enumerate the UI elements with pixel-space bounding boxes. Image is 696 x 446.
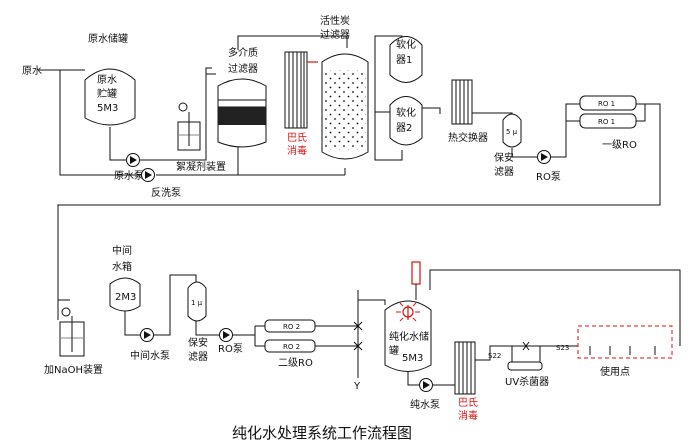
middle-water-tank <box>109 277 141 312</box>
heat-exchanger <box>451 79 473 125</box>
flocculant-label: 絮凝剂装置 <box>176 160 226 173</box>
security-filter-2 <box>187 281 207 322</box>
pasteurizer-1-label2: 消毒 <box>287 144 307 157</box>
ac-filter-label1: 活性炭 <box>320 14 350 27</box>
filter-media-layer <box>218 107 266 125</box>
s23-label: S23 <box>556 344 569 352</box>
raw-water-label: 原水 <box>22 65 42 77</box>
naoh-label: 加NaOH装置 <box>44 363 103 376</box>
softener-2-label2: 器2 <box>396 122 412 134</box>
pure-water-tank <box>384 300 432 372</box>
ro1-module-a <box>579 95 637 111</box>
ro2-module-b <box>264 339 316 353</box>
pasteurizer-1-label1: 巴氏 <box>287 132 307 144</box>
use-point-area <box>577 325 673 359</box>
ro2-stage-label: 二级RO <box>278 357 313 369</box>
pasteurizer-2-label2: 消毒 <box>458 409 478 422</box>
mm-filter-label2: 过滤器 <box>228 62 258 75</box>
raw-pump-label: 原水泵 <box>114 170 144 182</box>
heat-exchanger-label: 热交换器 <box>448 131 488 144</box>
diagram-title: 纯化水处理系统工作流程图 <box>232 424 412 442</box>
ro-pump-1-label: RO泵 <box>536 171 561 183</box>
mid-tank-label1: 中间 <box>112 244 132 257</box>
raw-water-pump-arrow <box>130 156 137 164</box>
softener-1 <box>389 36 423 83</box>
softener-2-label1: 软化 <box>396 106 416 119</box>
pure-tank-volume: 5M3 <box>402 353 423 364</box>
ro2-module-b-label: RO 2 <box>283 343 300 351</box>
naoh-motor-icon <box>61 307 71 317</box>
uv-label: UV杀菌器 <box>505 375 549 388</box>
softener-2 <box>389 96 423 146</box>
pure-pump-label: 纯水泵 <box>410 398 440 411</box>
ro1-stage-label: 一级RO <box>602 139 637 151</box>
security-filter-2-label1: 保安 <box>188 336 208 349</box>
ro1-module-b <box>579 113 637 129</box>
ro1-module-b-label: RO 1 <box>598 118 615 126</box>
ac-filter-label2: 过滤器 <box>320 28 350 41</box>
uv-sterilizer <box>507 361 543 371</box>
security-filter-1-label1: 保安 <box>494 151 514 164</box>
security-filter-2-label2: 滤器 <box>188 350 208 363</box>
security-filter-2-micron: 1 μ <box>191 299 203 307</box>
security-filter-1-label2: 滤器 <box>494 165 514 178</box>
pasteurizer-2-label1: 巴氏 <box>458 397 478 409</box>
use-point-label: 使用点 <box>600 365 630 378</box>
backwash-pump-arrow <box>145 171 152 179</box>
pasteurizer-2 <box>454 341 476 395</box>
softener-1-label1: 软化 <box>396 38 416 51</box>
y-marker: Y <box>353 381 361 392</box>
ro2-module-a-label: RO 2 <box>283 323 300 331</box>
pure-tank-label2: 罐 <box>389 344 399 357</box>
pure-tank-label1: 纯化水储 <box>389 330 429 343</box>
security-filter-1 <box>502 113 522 148</box>
s22-label: S22 <box>488 352 501 360</box>
softener-1-label2: 器1 <box>396 54 412 66</box>
pipes-row2 <box>57 269 681 386</box>
backwash-pump-label: 反洗泵 <box>151 187 181 199</box>
raw-tank-caption: 原水储罐 <box>88 32 128 45</box>
ro1-module-a-label: RO 1 <box>598 100 615 108</box>
raw-tank-text3: 5M3 <box>97 103 118 114</box>
breather-filter <box>411 261 421 285</box>
uv-lamp-icon <box>402 306 414 318</box>
middle-pump-label: 中间水泵 <box>130 349 170 362</box>
security-filter-1-micron: 5 μ <box>506 128 518 136</box>
mm-filter-label1: 多介质 <box>228 46 258 59</box>
raw-tank-text1: 原水 <box>97 74 117 86</box>
mid-tank-volume: 2M3 <box>115 292 136 303</box>
ro2-module-a <box>264 319 316 333</box>
raw-tank-text2: 贮罐 <box>97 87 117 100</box>
raw-water-tank <box>84 68 136 126</box>
ro-pump-2-label: RO泵 <box>218 343 243 355</box>
flocculant-motor-icon <box>178 102 188 112</box>
mid-tank-label2: 水箱 <box>112 260 132 273</box>
